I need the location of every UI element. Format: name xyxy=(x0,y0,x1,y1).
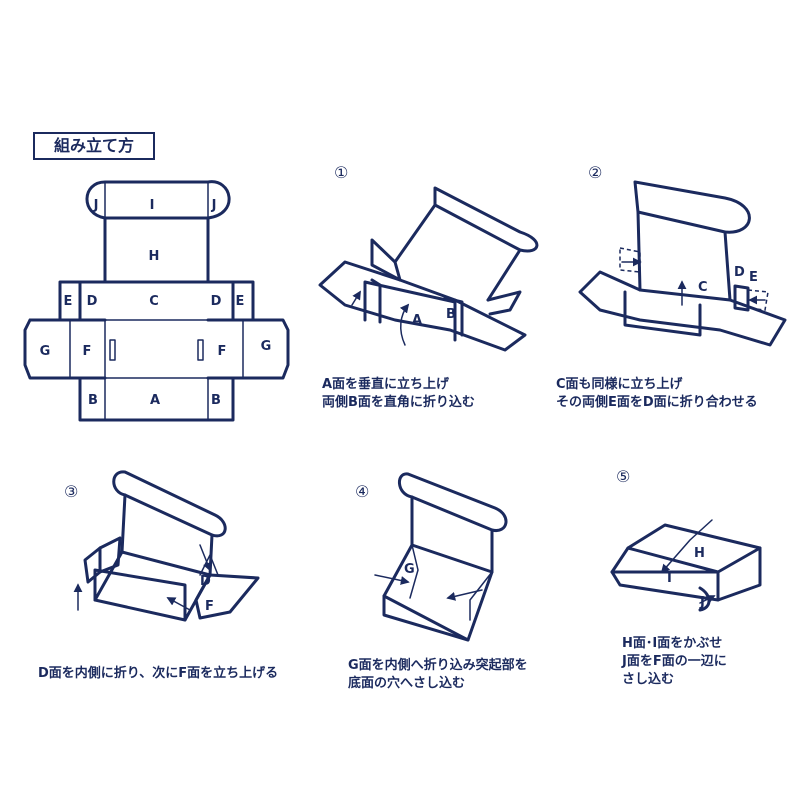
label-f: F xyxy=(205,599,214,614)
fold-arrow xyxy=(166,597,191,611)
step-number-3: ③ xyxy=(64,482,78,501)
base-sheet xyxy=(318,260,527,352)
panel-e-dashed-left xyxy=(619,247,641,273)
step-3-figure: ③ D F xyxy=(64,470,260,622)
panel-a-raised xyxy=(623,290,702,337)
back-panel xyxy=(410,495,494,574)
panel-g-left xyxy=(409,544,419,599)
panel-a-outline xyxy=(78,376,235,422)
step-1-figure: ① A B xyxy=(318,163,539,352)
label-d: D xyxy=(734,265,745,280)
label-g-right: G xyxy=(261,339,272,354)
panel-f-left xyxy=(83,546,102,584)
step-number-5: ⑤ xyxy=(616,467,630,486)
flat-layout: J I J H E D C D E G F F G B A B xyxy=(23,180,290,422)
caption-step-2: C面も同様に立ち上げ その両側E面をD面に折り合わせる xyxy=(556,377,758,410)
label-e-left: E xyxy=(64,294,73,309)
step-number-4: ④ xyxy=(355,482,369,501)
fold-arrow xyxy=(660,519,713,574)
label-j-right: J xyxy=(211,198,217,213)
panel-g-left xyxy=(23,318,107,380)
caption-step-5: H面･I面をかぶせ J面をF面の一辺に さし込む xyxy=(622,636,727,687)
box-floor xyxy=(93,550,212,622)
lid-flap xyxy=(633,180,751,234)
lid-flap xyxy=(433,186,539,253)
label-h: H xyxy=(694,546,705,561)
caption-step-1: A面を垂直に立ち上げ 両側B面を直角に折り込む xyxy=(322,377,475,410)
panel-e-dashed-right xyxy=(747,289,769,311)
fold-arrow xyxy=(699,595,716,604)
step-2-figure: ② C D E xyxy=(578,163,787,347)
page-title: 組み立て方 xyxy=(33,132,155,160)
lid-flap xyxy=(112,470,227,538)
step-number-2: ② xyxy=(588,163,602,182)
label-b-left: B xyxy=(88,393,98,408)
panel-b-folded xyxy=(370,278,382,324)
side-flap-e xyxy=(486,290,522,316)
step-number-1: ① xyxy=(334,163,348,182)
panel-g-right xyxy=(469,571,493,621)
label-d-right: D xyxy=(211,294,222,309)
panel-a xyxy=(382,594,470,642)
closed-box xyxy=(610,523,762,602)
panel-c-raised xyxy=(636,210,732,302)
panel-g-right xyxy=(206,318,290,380)
label-g: G xyxy=(404,562,415,577)
slot xyxy=(197,339,204,361)
panel-a-raised xyxy=(363,280,457,342)
panel-a xyxy=(93,568,187,622)
panel-d-left xyxy=(98,536,122,574)
caption-step-4: G面を内側へ折り込み突起部を 底面の穴へさし込む xyxy=(348,658,528,691)
label-d-left: D xyxy=(87,294,98,309)
label-a: A xyxy=(412,313,422,328)
step-4-figure: ④ G xyxy=(355,472,508,642)
base-sheet xyxy=(578,270,787,347)
panel-b-folded xyxy=(443,296,464,337)
panel-d xyxy=(733,284,750,312)
label-h: H xyxy=(149,249,160,264)
back-panel xyxy=(393,203,522,302)
label-c: C xyxy=(149,294,159,309)
label-b: B xyxy=(446,307,456,322)
label-c: C xyxy=(698,280,708,295)
fold-arrow xyxy=(374,574,410,585)
panel-f-right xyxy=(194,573,260,620)
fold-arrow xyxy=(199,544,212,572)
label-i: I xyxy=(150,198,155,213)
label-f-right: F xyxy=(218,344,227,359)
label-f-left: F xyxy=(83,344,92,359)
fold-arrow xyxy=(351,290,361,306)
lid-flap xyxy=(398,472,508,532)
fold-arrow xyxy=(446,589,483,601)
label-b-right: B xyxy=(211,393,221,408)
caption-step-3: D面を内側に折り、次にF面を立ち上げる xyxy=(38,666,279,681)
side-flap-d xyxy=(370,238,402,282)
front-edge xyxy=(610,570,720,602)
slot xyxy=(109,339,116,361)
label-j-left: J xyxy=(93,198,99,213)
label-i: I xyxy=(667,571,672,586)
label-g-left: G xyxy=(40,344,51,359)
label-d: D xyxy=(200,574,211,589)
label-j: J xyxy=(699,595,705,610)
step-5-figure: ⑤ H I J xyxy=(610,467,762,612)
fold-arrow xyxy=(399,303,410,346)
label-a: A xyxy=(150,393,160,408)
label-e-right: E xyxy=(236,294,245,309)
label-e: E xyxy=(749,270,758,285)
